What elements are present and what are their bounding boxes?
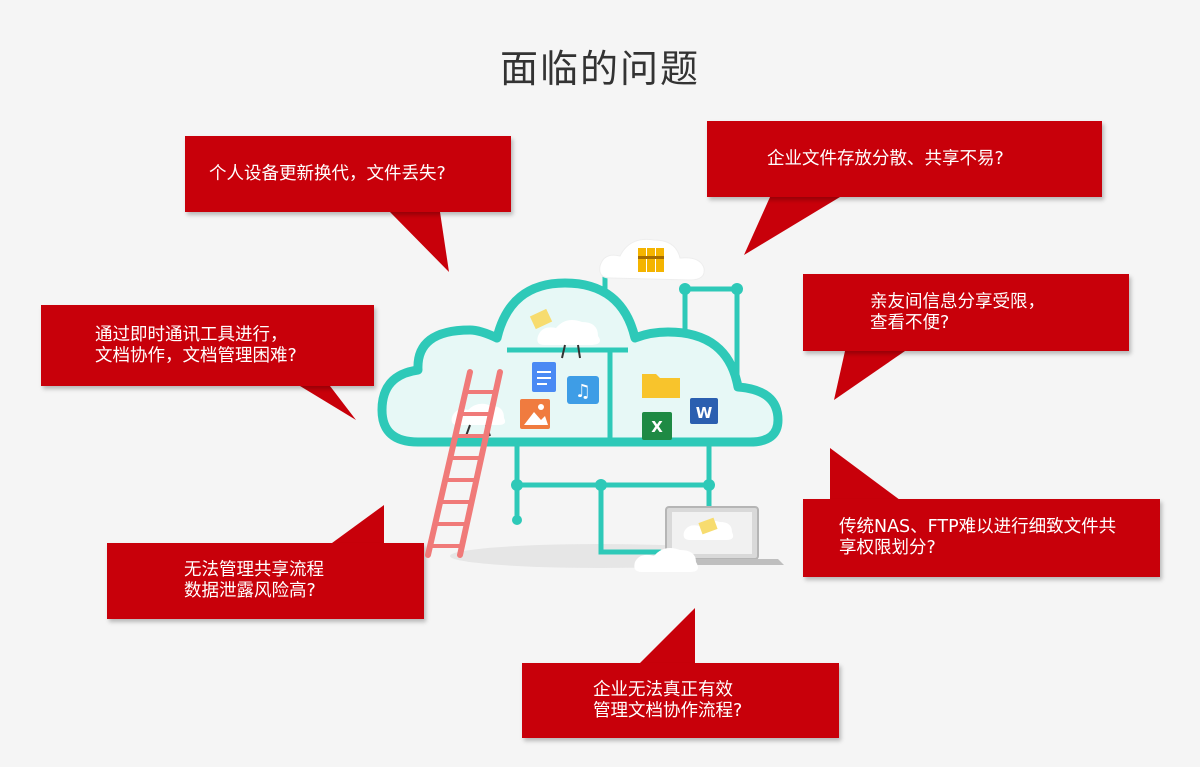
- bubble-line: 管理文档协作流程?: [593, 700, 743, 721]
- document-icon: [532, 362, 556, 392]
- bubble-line: 享权限划分?: [839, 538, 936, 558]
- bubble-line: 传统NAS、FTP难以进行细致文件共: [839, 517, 1117, 537]
- problem-bubble-data-leak: 无法管理共享流程 数据泄露风险高?: [107, 543, 424, 619]
- problem-bubble-im-collaboration: 通过即时通讯工具进行， 文档协作，文档管理困难?: [41, 305, 374, 386]
- bubble-tail: [300, 386, 356, 420]
- page-title: 面临的问题: [499, 47, 700, 91]
- problem-bubble-sharing-limited: 亲友间信息分享受限， 查看不便?: [803, 274, 1129, 351]
- top-cloud: [599, 238, 705, 281]
- bubble-tail: [390, 212, 449, 272]
- folder-icon: [642, 374, 680, 398]
- ladder: [425, 369, 503, 558]
- svg-text:X: X: [651, 418, 663, 436]
- bubble-tail: [744, 197, 840, 255]
- music-icon: ♫: [567, 376, 599, 404]
- problem-bubble-device-loss: 个人设备更新换代，文件丢失?: [185, 136, 511, 212]
- excel-icon: X: [642, 412, 672, 440]
- bubble-line: 通过即时通讯工具进行，: [95, 324, 288, 345]
- bubble-line: 个人设备更新换代，文件丢失?: [209, 163, 446, 184]
- walking-cloud-top: [529, 308, 600, 359]
- bubble-line: 文档协作，文档管理困难?: [95, 345, 297, 366]
- word-icon: W: [690, 398, 718, 424]
- walking-cloud-bottom: [634, 548, 698, 572]
- bubble-tail: [830, 448, 900, 500]
- svg-text:♫: ♫: [575, 381, 591, 402]
- bubble-line: 亲友间信息分享受限，: [870, 291, 1045, 312]
- bubble-line: 企业文件存放分散、共享不易?: [767, 148, 1004, 169]
- problem-bubble-scattered-files: 企业文件存放分散、共享不易?: [707, 121, 1102, 197]
- binder-icon: [638, 248, 664, 272]
- bubble-line: 查看不便?: [870, 312, 950, 333]
- bubble-tail: [332, 505, 384, 543]
- bubble-line: 数据泄露风险高?: [184, 581, 316, 601]
- bubble-line: 企业无法真正有效: [593, 679, 733, 700]
- bubble-tail: [640, 608, 695, 663]
- main-cloud: [377, 278, 783, 447]
- problem-bubble-workflow-management: 企业无法真正有效 管理文档协作流程?: [522, 663, 839, 738]
- image-icon: [520, 399, 550, 429]
- problem-bubble-nas-ftp-permissions: 传统NAS、FTP难以进行细致文件共 享权限划分?: [803, 499, 1160, 577]
- bubble-line: 无法管理共享流程: [184, 560, 324, 580]
- svg-text:W: W: [696, 404, 713, 422]
- bubble-tail: [834, 351, 905, 400]
